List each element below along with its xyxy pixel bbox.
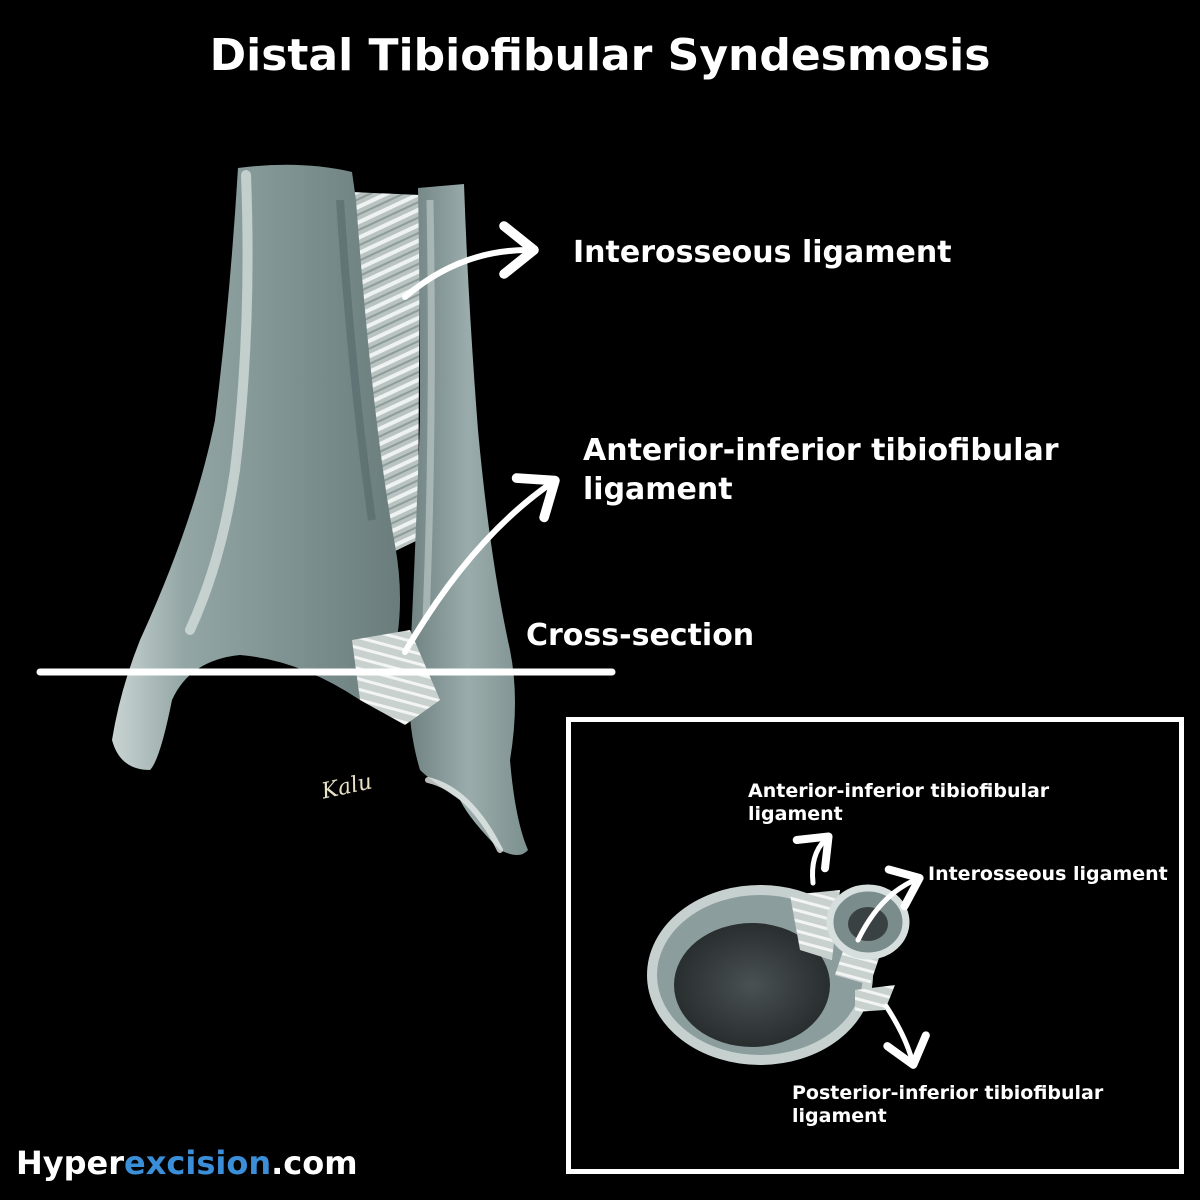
label-aitfl-line1: Anterior-inferior tibiofibular — [583, 433, 1059, 468]
arrow-aitfl — [402, 473, 560, 655]
inset-label-pitfl-line1: Posterior-inferior tibiofibular — [792, 1082, 1104, 1104]
inset-label-aitfl-line2: ligament — [748, 803, 843, 825]
label-cross-section: Cross-section — [526, 618, 755, 653]
label-aitfl-line2: ligament — [583, 472, 733, 507]
inset-label-interosseous: Interosseous ligament — [928, 863, 1168, 885]
inset-arrow-aitfl — [792, 832, 833, 886]
interosseous-ligament — [352, 192, 420, 556]
aitfl-ligament — [352, 630, 440, 725]
fibula-bone — [408, 184, 528, 855]
inset-frame — [566, 717, 1184, 1174]
cross-section-inset — [647, 884, 910, 1065]
diagram-title: Distal Tibiofibular Syndesmosis — [209, 30, 991, 81]
brand-part-hyper: Hyper — [16, 1144, 125, 1182]
brand-logo: Hyperexcision.com — [16, 1144, 358, 1182]
label-interosseous-ligament: Interosseous ligament — [573, 235, 952, 270]
tibia-bone — [112, 164, 400, 771]
inset-arrow-interosseous — [855, 865, 924, 943]
inset-arrow-pitfl — [883, 1003, 930, 1069]
brand-part-excision: excision — [124, 1144, 272, 1182]
brand-part-com: .com — [271, 1144, 358, 1182]
arrow-interosseous — [402, 221, 539, 300]
inset-label-aitfl-line1: Anterior-inferior tibiofibular — [748, 780, 1050, 802]
inset-label-pitfl-line2: ligament — [792, 1105, 887, 1127]
artist-signature: Kalu — [319, 769, 375, 804]
